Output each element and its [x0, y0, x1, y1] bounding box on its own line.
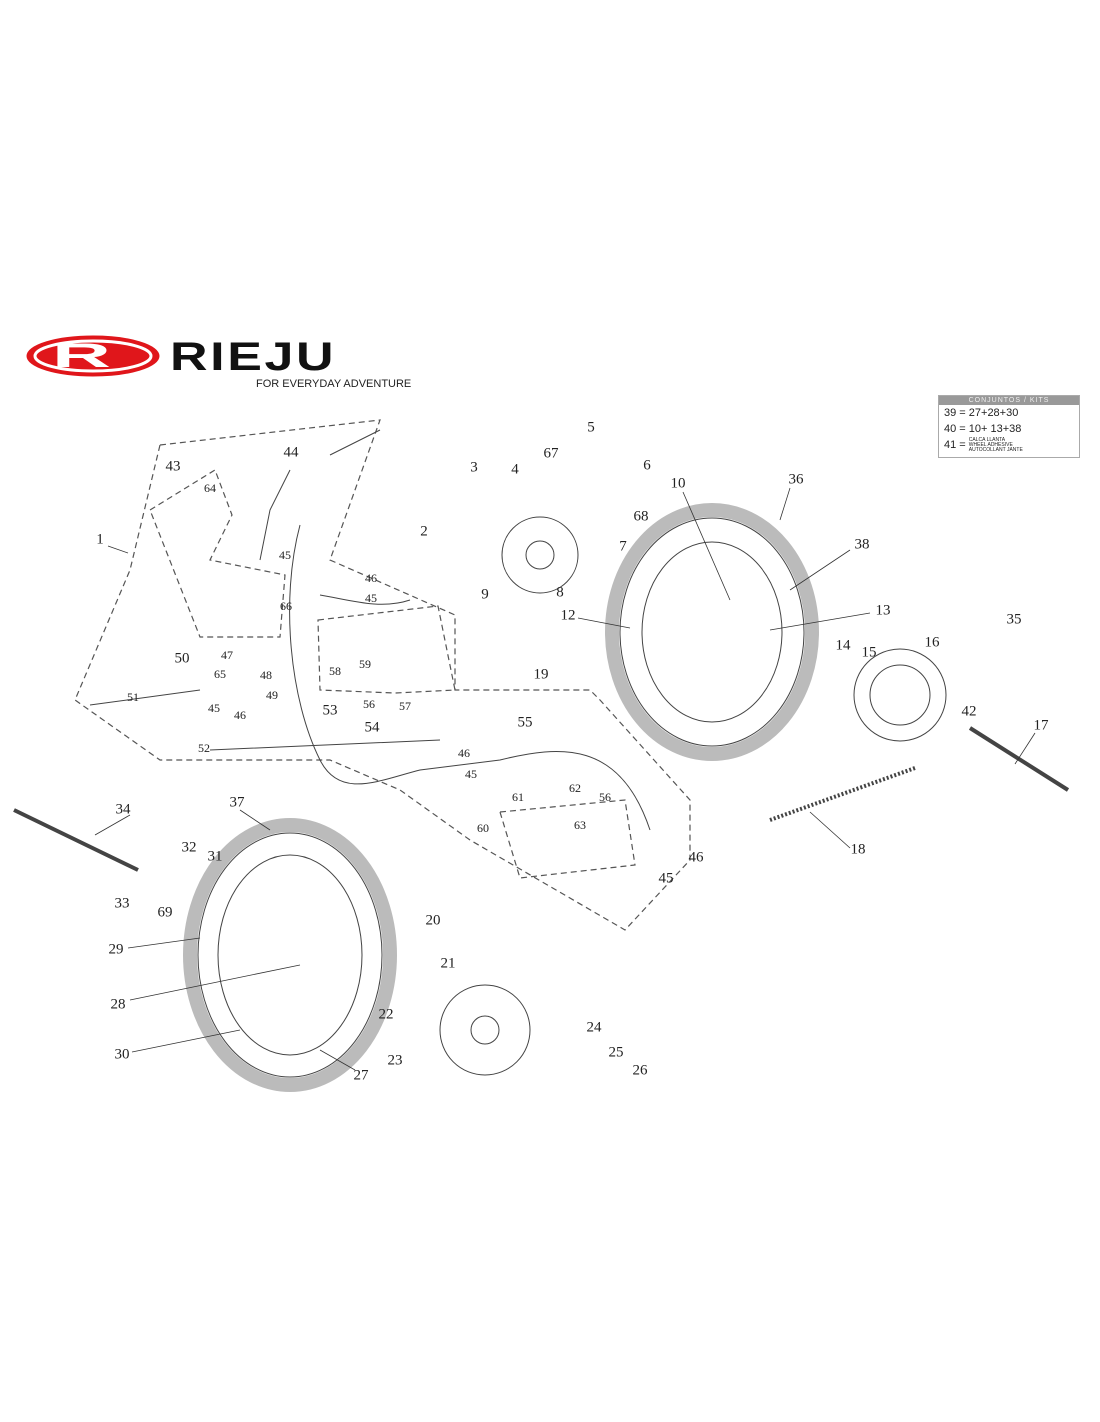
callout-number: 45 — [465, 767, 477, 781]
callout-number: 46 — [458, 746, 470, 760]
kit-row: 40 = 10+ 13+38 — [939, 421, 1079, 437]
callout-number: 2 — [420, 523, 428, 540]
callout-number: 55 — [517, 714, 533, 731]
callout-number: 19 — [533, 666, 549, 683]
callout-number: 24 — [586, 1019, 602, 1036]
callout-number: 26 — [632, 1062, 648, 1079]
callout-number: 51 — [127, 690, 139, 704]
callout-number: 50 — [174, 650, 190, 667]
callout-number: 66 — [280, 599, 292, 613]
callout-number: 60 — [477, 821, 489, 835]
callout-number: 44 — [283, 444, 299, 461]
callout-number: 21 — [440, 955, 456, 972]
callout-number: 37 — [229, 794, 245, 811]
callout-number: 64 — [204, 481, 216, 495]
callout-number: 3 — [470, 459, 478, 476]
brand-tagline: FOR EVERYDAY ADVENTURE — [256, 378, 412, 390]
assembly-boundaries — [74, 419, 691, 931]
callout-number: 52 — [198, 741, 210, 755]
callout-number: 1 — [96, 531, 104, 548]
callout-number: 46 — [365, 571, 377, 585]
callout-number: 28 — [110, 996, 126, 1013]
callout-number: 43 — [165, 458, 181, 475]
callout-number: 7 — [619, 538, 627, 555]
callout-number: 49 — [266, 688, 278, 702]
callout-number: 36 — [788, 471, 804, 488]
callout-number: 46 — [688, 849, 704, 866]
callout-number: 56 — [599, 790, 611, 804]
callout-number: 61 — [512, 790, 524, 804]
callout-number: 56 — [363, 697, 375, 711]
kit-line: AUTOCOLLANT JANTE — [968, 446, 1023, 453]
callout-number: 47 — [221, 648, 233, 662]
callout-number: 46 — [234, 708, 246, 722]
kit-key: 39 = — [944, 407, 966, 419]
parts-outlines — [13, 429, 1070, 1092]
callout-number: 27 — [353, 1067, 369, 1084]
leader-lines — [94, 487, 1036, 1071]
logo-oval — [26, 335, 160, 377]
callout-number: 10 — [670, 475, 686, 492]
callout-number: 62 — [569, 781, 581, 795]
kit-row: 39 = 27+28+30 — [939, 405, 1079, 421]
callout-number: 12 — [560, 607, 576, 624]
callout-number: 45 — [365, 591, 377, 605]
callout-number: 15 — [861, 644, 877, 661]
callout-number: 16 — [924, 634, 940, 651]
callout-number: 54 — [364, 719, 380, 736]
callout-number: 32 — [181, 839, 197, 856]
callout-number: 6 — [643, 457, 651, 474]
callout-number: 30 — [114, 1046, 130, 1063]
callout-number: 18 — [850, 841, 866, 858]
callout-number: 42 — [961, 703, 977, 720]
kit-key: 40 = — [944, 423, 966, 435]
callout-number: 68 — [633, 508, 649, 525]
logo-mark: R — [52, 337, 111, 375]
callout-number: 65 — [214, 667, 226, 681]
callout-number: 45 — [658, 870, 674, 887]
callout-number: 14 — [835, 637, 851, 654]
callout-number: 58 — [329, 664, 341, 678]
kit-key: 41 = — [944, 439, 966, 451]
callout-number: 33 — [114, 895, 130, 912]
callout-number: 17 — [1033, 717, 1049, 734]
callout-number: 67 — [543, 445, 559, 462]
callout-number: 13 — [875, 602, 891, 619]
kit-value: 27+28+30 — [968, 407, 1019, 419]
callout-number: 57 — [399, 699, 411, 713]
kit-value: 10+ 13+38 — [968, 423, 1022, 435]
callout-number: 53 — [322, 702, 338, 719]
callout-number: 38 — [854, 536, 870, 553]
callout-number: 48 — [260, 668, 272, 682]
callout-number: 34 — [115, 801, 131, 818]
callout-number: 9 — [481, 586, 489, 603]
callout-number: 45 — [208, 701, 220, 715]
callout-number: 4 — [511, 461, 519, 478]
kits-header: CONJUNTOS / KITS — [939, 396, 1079, 405]
kit-line: WHEEL ADHESIVE — [968, 441, 1013, 448]
callout-number: 20 — [425, 912, 441, 929]
callout-number: 25 — [608, 1044, 624, 1061]
callout-number: 5 — [587, 419, 595, 436]
callout-number: 8 — [556, 584, 564, 601]
kits-table: CONJUNTOS / KITS 39 = 27+28+30 40 = 10+ … — [938, 395, 1080, 458]
callout-number: 29 — [108, 941, 124, 958]
callout-number: 59 — [359, 657, 371, 671]
kit-line: CALCA LLANTA — [968, 436, 1006, 443]
callout-number: 45 — [279, 548, 291, 562]
callout-number: 23 — [387, 1052, 403, 1069]
callout-number: 22 — [378, 1006, 394, 1023]
callout-number: 35 — [1006, 611, 1022, 628]
callout-number: 31 — [207, 848, 223, 865]
callout-number: 63 — [574, 818, 586, 832]
brand-name: RIEJU — [170, 335, 337, 379]
callout-number: 69 — [157, 904, 173, 921]
